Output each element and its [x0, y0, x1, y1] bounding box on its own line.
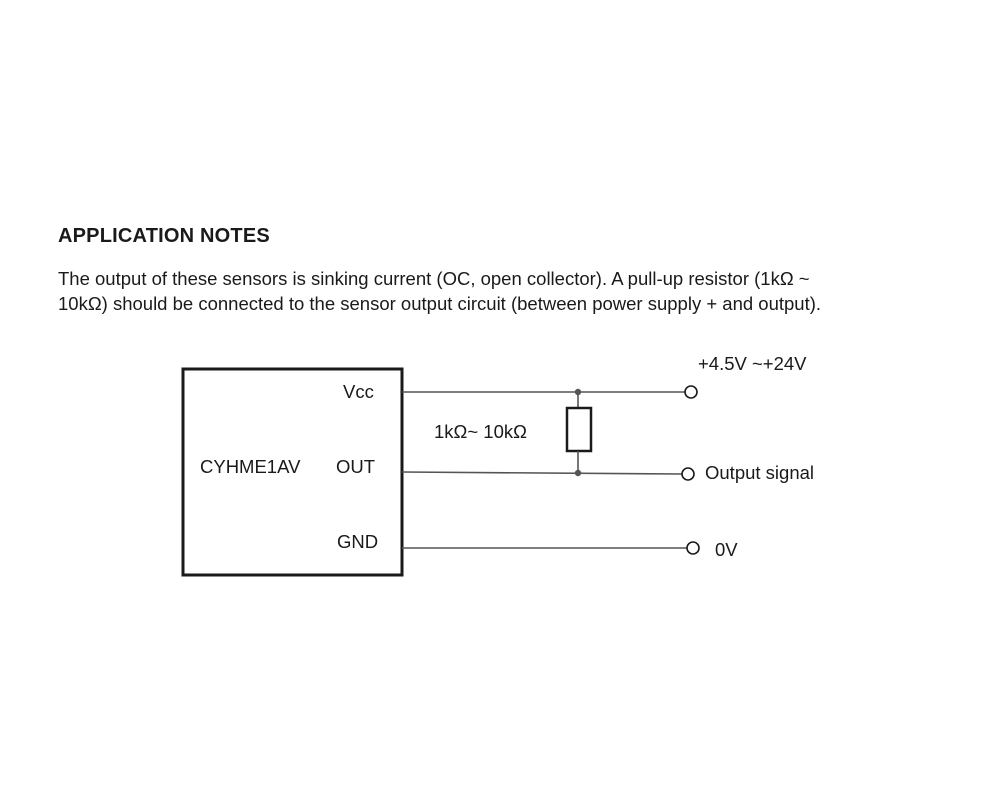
pin-label-out: OUT	[336, 456, 375, 477]
description-line-1: The output of these sensors is sinking c…	[58, 268, 810, 289]
junction-dot-out	[574, 469, 582, 477]
section-description: The output of these sensors is sinking c…	[58, 266, 958, 316]
pull-up-resistor	[565, 406, 593, 453]
out-wire	[401, 471, 683, 475]
description-line-2: 10kΩ) should be connected to the sensor …	[58, 293, 822, 314]
resistor-label: 1kΩ~ 10kΩ	[434, 421, 527, 442]
supply-terminal	[684, 385, 698, 399]
output-terminal	[681, 467, 695, 481]
pin-label-vcc: Vcc	[343, 381, 374, 402]
section-heading: APPLICATION NOTES	[58, 225, 270, 247]
output-signal-label: Output signal	[705, 462, 814, 483]
junction-dot-vcc	[574, 388, 582, 396]
pin-label-gnd: GND	[337, 531, 378, 552]
component-label: CYHME1AV	[200, 456, 301, 477]
ground-terminal	[686, 541, 700, 555]
ground-label: 0V	[715, 539, 738, 560]
supply-voltage-label: +4.5V ~+24V	[698, 353, 807, 374]
